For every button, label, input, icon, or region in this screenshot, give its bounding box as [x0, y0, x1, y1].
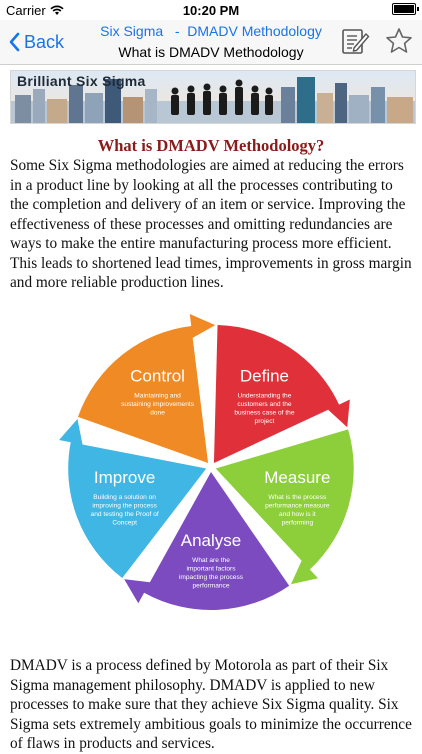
cycle-segment-title: Improve: [94, 468, 155, 487]
cycle-segment-description: Building a solution on: [93, 494, 156, 501]
cycle-segment-description: What is the process: [268, 494, 327, 501]
star-icon[interactable]: [384, 26, 414, 56]
cycle-segment-description: customers and the: [237, 401, 292, 408]
cycle-segment-title: Control: [130, 367, 185, 386]
cycle-segment-description: performing: [282, 520, 314, 527]
cycle-segment-description: Maintaining and: [134, 393, 181, 400]
cycle-segment-title: Measure: [264, 468, 330, 487]
carrier-label: Carrier: [6, 3, 46, 18]
cycle-segment-description: project: [255, 418, 275, 425]
back-label: Back: [24, 31, 65, 52]
cycle-segment-description: What are the: [192, 557, 230, 564]
nav-title: Six Sigma - DMADV Methodology: [100, 23, 322, 39]
notes-edit-icon[interactable]: [340, 26, 370, 56]
city-skyline-illustration: [11, 77, 415, 123]
status-time: 10:20 PM: [182, 3, 240, 18]
cycle-segment-description: and testing the Proof of: [91, 511, 159, 518]
cycle-segment-description: impacting the process: [179, 574, 244, 581]
banner-image: Brilliant Six Sigma: [10, 70, 416, 124]
cycle-segment-shape: [77, 314, 216, 463]
status-left: Carrier: [6, 3, 64, 18]
cycle-segment-description: Understanding the: [237, 393, 291, 400]
cycle-segment-shape: [213, 324, 350, 463]
article-paragraph-1: Some Six Sigma methodologies are aimed a…: [10, 157, 412, 291]
cycle-segment-description: done: [150, 410, 165, 417]
cycle-segment-title: Define: [240, 367, 289, 386]
cycle-segment-description: performance: [192, 582, 229, 589]
cycle-segment-description: important factors: [186, 565, 236, 572]
wifi-icon: [50, 5, 64, 15]
back-button[interactable]: Back: [8, 26, 64, 58]
cycle-segment-description: and how is it: [279, 511, 316, 518]
cycle-segment-title: Analyse: [181, 531, 241, 550]
cycle-segment-description: business case of the: [234, 410, 294, 417]
cycle-segment-description: Concept: [112, 520, 137, 527]
cycle-segment-shape: [124, 472, 290, 610]
cycle-segment-description: improving the process: [92, 503, 157, 510]
banner-title: Brilliant Six Sigma: [17, 73, 146, 89]
chevron-left-icon: [9, 32, 20, 52]
cycle-segment-shape: [59, 419, 207, 579]
cycle-segment-shape: [215, 429, 354, 585]
nav-subtitle: What is DMADV Methodology: [118, 44, 304, 60]
article-paragraph-2: DMADV is a process defined by Motorola a…: [10, 657, 412, 752]
status-right: [392, 3, 419, 15]
status-bar: Carrier 10:20 PM: [0, 0, 422, 20]
cycle-segment-description: sustaining improvements: [121, 401, 195, 408]
cycle-segment-description: performance measure: [265, 503, 330, 510]
article-heading: What is DMADV Methodology?: [97, 136, 325, 155]
navigation-bar: Back Six Sigma - DMADV Methodology What …: [0, 20, 422, 65]
battery-icon: [392, 3, 419, 15]
